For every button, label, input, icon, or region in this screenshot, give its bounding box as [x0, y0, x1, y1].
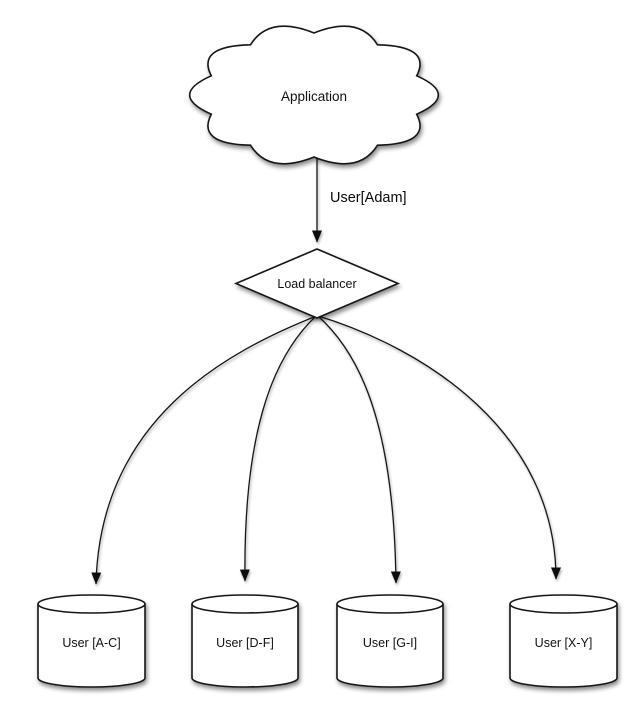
db-label-user-a-c: User [A-C]: [62, 636, 120, 650]
cylinder-shape: [37, 604, 146, 688]
edge-lb-to-user-a-c-arrow: [91, 314, 320, 585]
application-node: Application: [189, 25, 439, 165]
edge-layer: [91, 152, 561, 585]
cylinder-top: [37, 594, 146, 614]
edge-lb-to-user-g-i-arrow: [317, 315, 401, 584]
cylinder-shape: [336, 604, 444, 688]
cylinder-top: [336, 594, 444, 614]
user-adam-edge-label: User[Adam]: [330, 190, 407, 206]
cloud-shape: [189, 25, 439, 165]
cylinder-top: [191, 594, 299, 614]
diamond-shape: [233, 248, 401, 319]
edge-lb-to-user-d-f-arrow: [239, 315, 317, 582]
db-label-user-x-y: User [X-Y]: [535, 636, 593, 650]
application-label: Application: [281, 89, 347, 104]
edge-lb-to-user-x-y-arrow: [314, 314, 561, 580]
cylinder-shape: [509, 604, 618, 688]
cylinder-top: [509, 594, 618, 614]
db-node-user-g-i: User [G-I]: [336, 594, 444, 688]
db-node-user-x-y: User [X-Y]: [509, 594, 618, 688]
load-balancer-label: Load balancer: [277, 277, 356, 291]
load-balancer-node: Load balancer: [233, 248, 401, 319]
db-node-user-d-f: User [D-F]: [191, 594, 299, 688]
cylinder-shape: [191, 604, 299, 688]
db-label-user-d-f: User [D-F]: [216, 636, 274, 650]
db-label-user-g-i: User [G-I]: [363, 636, 417, 650]
db-node-user-a-c: User [A-C]: [37, 594, 146, 688]
